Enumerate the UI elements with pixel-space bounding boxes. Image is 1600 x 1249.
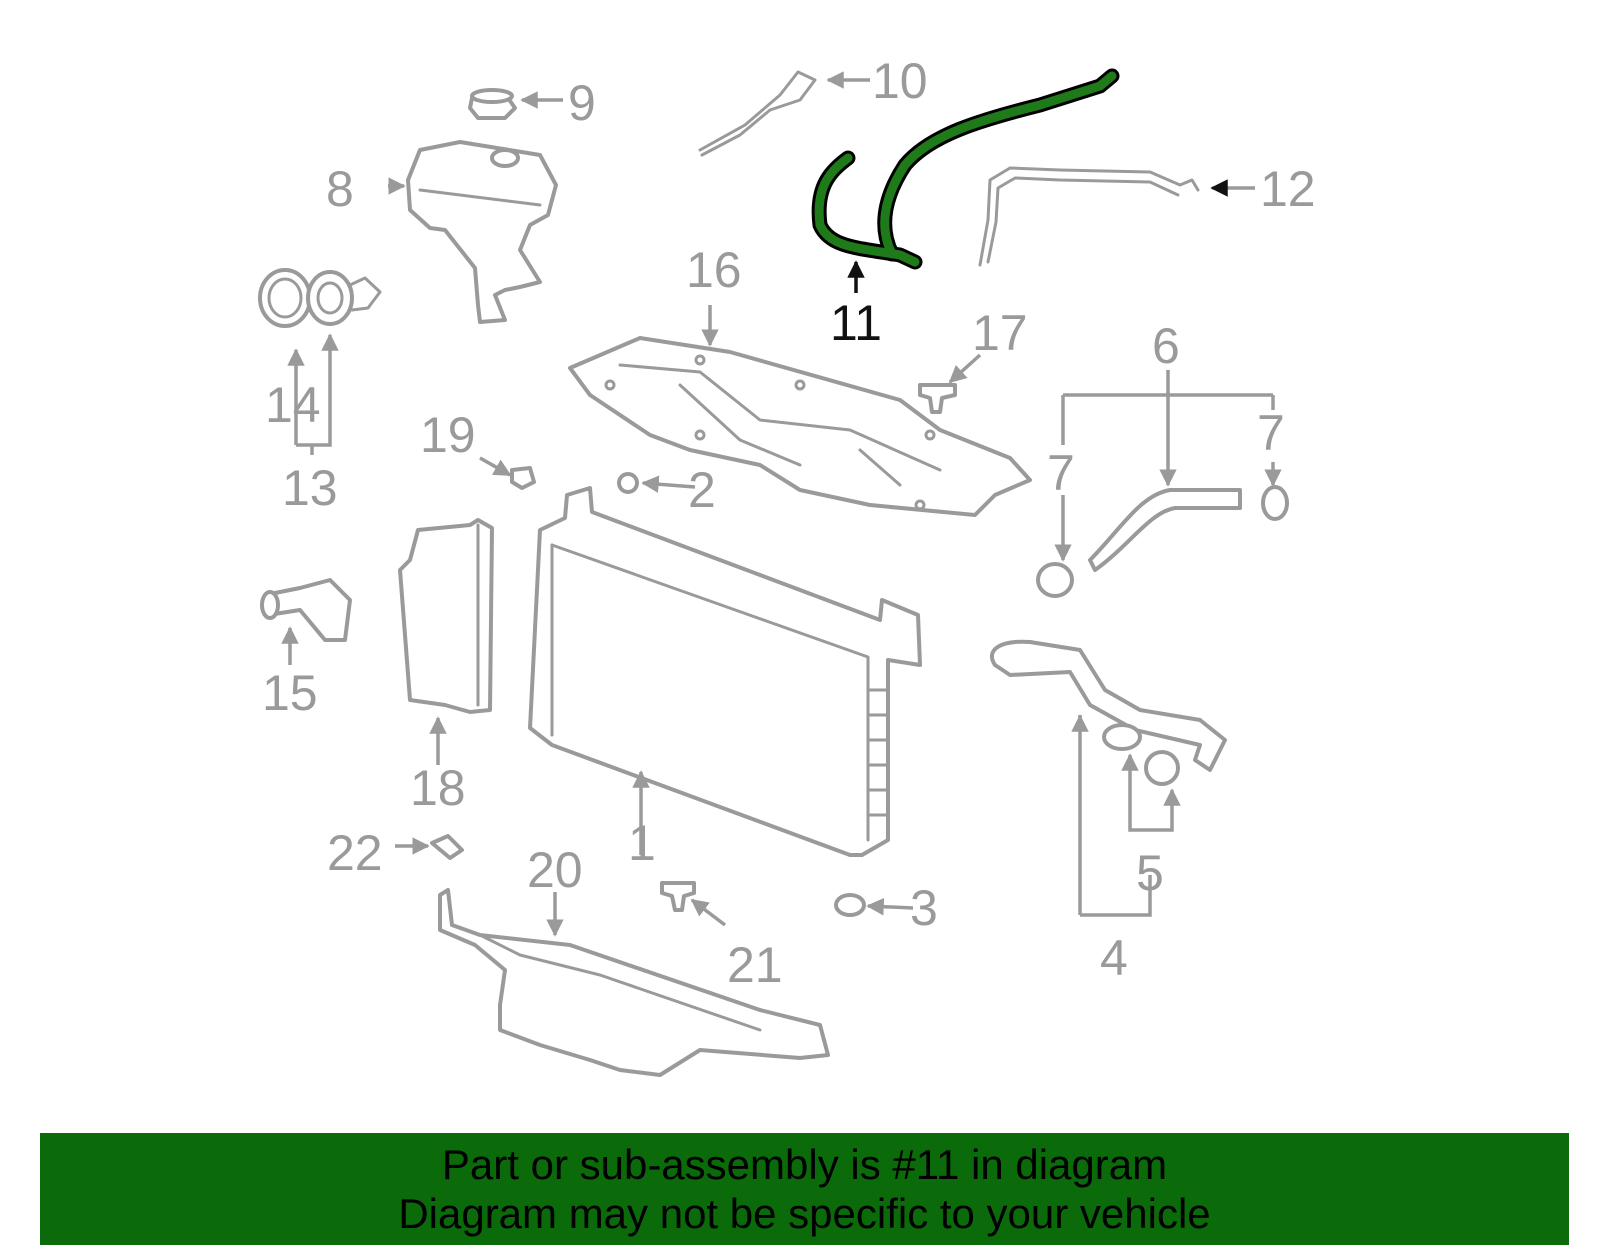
clamp-part-5-a[interactable] bbox=[1102, 723, 1142, 751]
callout-20: 20 bbox=[527, 842, 583, 898]
thermostat-part-13[interactable] bbox=[306, 270, 382, 326]
reservoir-part-8[interactable] bbox=[406, 140, 558, 324]
callout-2: 2 bbox=[688, 462, 716, 518]
leader-lines bbox=[281, 71, 1282, 937]
clip-part-19[interactable] bbox=[510, 466, 536, 490]
air-baffle-part-18[interactable] bbox=[398, 518, 494, 714]
hose-part-11-highlighted[interactable] bbox=[811, 68, 1120, 270]
callout-3: 3 bbox=[910, 880, 938, 936]
callout-labels: 1 2 3 4 5 6 7 7 8 9 10 11 12 13 14 15 16… bbox=[262, 53, 1316, 993]
seal-part-14[interactable] bbox=[258, 268, 312, 328]
clamp-part-7-right[interactable] bbox=[1261, 485, 1289, 521]
pipe-part-10[interactable] bbox=[698, 70, 817, 157]
callout-9: 9 bbox=[568, 75, 596, 131]
grommet-part-3[interactable] bbox=[834, 893, 866, 917]
support-panel-part-16[interactable] bbox=[568, 336, 1032, 517]
clip-part-17[interactable] bbox=[918, 383, 957, 414]
banner-line-part: Part or sub-assembly is #11 in diagram bbox=[441, 1141, 1168, 1188]
callout-7-right: 7 bbox=[1257, 405, 1285, 461]
callout-15: 15 bbox=[262, 665, 318, 721]
callout-16: 16 bbox=[686, 242, 742, 298]
callout-17: 17 bbox=[972, 305, 1028, 361]
hose-part-4[interactable] bbox=[989, 639, 1227, 772]
callout-12: 12 bbox=[1260, 161, 1316, 217]
clamp-part-5-b[interactable] bbox=[1144, 750, 1180, 786]
callout-8: 8 bbox=[326, 161, 354, 217]
callout-14: 14 bbox=[265, 377, 321, 433]
callout-22: 22 bbox=[327, 825, 383, 881]
callout-4: 4 bbox=[1100, 930, 1128, 986]
callout-19: 19 bbox=[420, 407, 476, 463]
banner-line-disclaimer: Diagram may not be specific to your vehi… bbox=[398, 1190, 1211, 1237]
clip-part-22[interactable] bbox=[430, 834, 464, 860]
callout-7-left: 7 bbox=[1047, 445, 1075, 501]
cap-part-9[interactable] bbox=[468, 88, 517, 120]
radiator-part-1[interactable] bbox=[528, 486, 922, 857]
clip-part-21[interactable] bbox=[660, 881, 696, 912]
callout-1: 1 bbox=[628, 815, 656, 871]
grommet-part-2[interactable] bbox=[617, 472, 639, 494]
callout-6: 6 bbox=[1152, 318, 1180, 374]
lower-baffle-part-20[interactable] bbox=[438, 888, 830, 1077]
callout-21: 21 bbox=[727, 937, 783, 993]
info-banner: Part or sub-assembly is #11 in diagram D… bbox=[40, 1133, 1569, 1245]
callout-18: 18 bbox=[410, 760, 466, 816]
pipe-part-12[interactable] bbox=[978, 166, 1200, 267]
housing-part-15[interactable] bbox=[260, 578, 352, 642]
callout-10: 10 bbox=[872, 53, 928, 109]
hose-part-6[interactable] bbox=[1088, 488, 1242, 572]
callout-11: 11 bbox=[830, 295, 882, 351]
clamp-part-7-left[interactable] bbox=[1036, 562, 1074, 598]
callout-13: 13 bbox=[282, 460, 338, 516]
callout-5: 5 bbox=[1136, 845, 1164, 901]
